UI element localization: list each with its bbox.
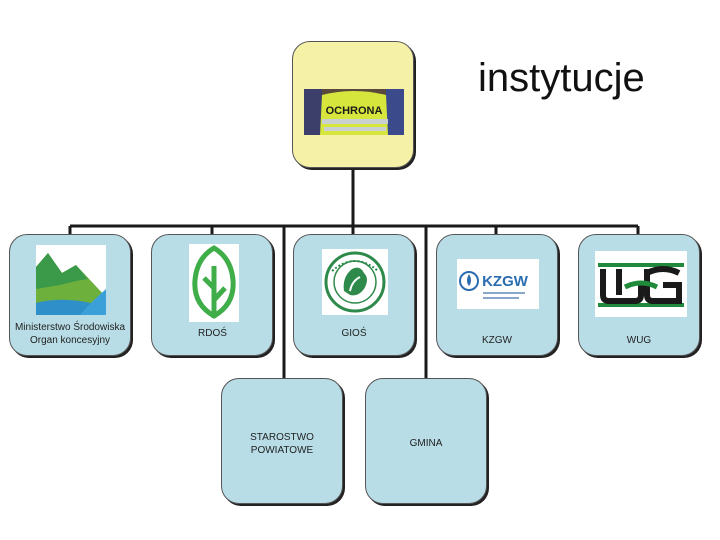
leaf-icon [189, 244, 239, 322]
node-label-line1: STAROSTWO [250, 432, 314, 443]
security-guard-photo-icon: OCHRONA [304, 89, 404, 135]
node-gios: GIOŚ [293, 234, 415, 356]
node-label-line2: POWIATOWE [250, 445, 314, 456]
patch-text: OCHRONA [326, 105, 383, 117]
node-label: GIOŚ [341, 328, 367, 339]
node-rdos: RDOŚ [151, 234, 273, 356]
diagram-title: instytucje [478, 56, 645, 100]
node-label: GMINA [409, 438, 443, 449]
node-label: RDOŚ [198, 328, 227, 339]
ministry-mountain-icon [36, 245, 106, 315]
wug-logo-icon [595, 251, 687, 317]
node-wug: WUG [578, 234, 700, 356]
kzgw-logo-icon: KZGW [457, 259, 539, 309]
node-kzgw: KZGW KZGW [436, 234, 558, 356]
node-gmina: GMINA [365, 378, 487, 504]
node-label: WUG [626, 335, 652, 346]
node-label: KZGW [482, 335, 512, 346]
kzgw-logo-text: KZGW [482, 273, 529, 290]
node-label-line1: Ministerstwo Środowiska [14, 322, 126, 333]
gios-seal-icon [322, 249, 388, 315]
node-ministerstwo: Ministerstwo Środowiska Organ koncesyjny [9, 234, 131, 356]
root-node-ochrona: OCHRONA [292, 41, 414, 168]
node-label-line2: Organ koncesyjny [29, 335, 111, 346]
node-starostwo: STAROSTWO POWIATOWE [221, 378, 343, 504]
